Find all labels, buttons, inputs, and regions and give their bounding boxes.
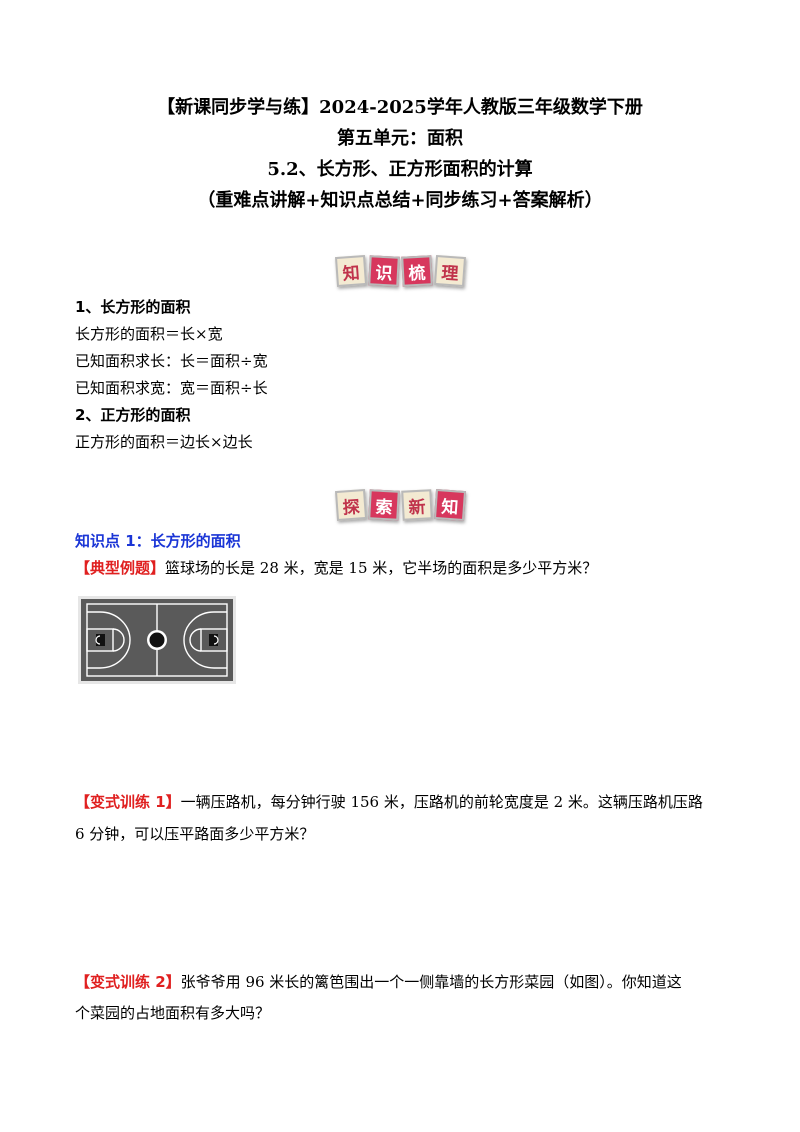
right-free-throw-arc: [189, 628, 202, 652]
right-three-point-line: [183, 611, 227, 669]
title-subtitle: （重难点讲解+知识点总结+同步练习+答案解析）: [197, 190, 603, 211]
drill-2-line-1: 【变式训练 2】张爷爷用 96 米长的篱笆围出一个一侧靠墙的长方形菜园（如图）。…: [75, 972, 682, 992]
right-key: [200, 628, 228, 652]
right-restricted-area: [209, 634, 218, 646]
title-unit: 第五单元：面积: [337, 128, 463, 149]
explore-new-badge: 探 索 新 知: [0, 488, 800, 522]
drill-1-tag: 【变式训练 1】: [75, 793, 181, 811]
badge-char: 知: [334, 254, 367, 288]
section-heading-square: 2、正方形的面积: [75, 406, 191, 424]
formula-find-length: 已知面积求长：长＝面积÷宽: [75, 352, 268, 370]
center-circle-inner: [149, 632, 165, 648]
drill-1-text: 一辆压路机，每分钟行驶 156 米，压路机的前轮宽度是 2 米。这辆压路机压路: [180, 793, 703, 811]
right-hoop-arc: [213, 635, 219, 645]
left-three-point-line: [87, 611, 131, 669]
left-key: [86, 628, 114, 652]
title-lesson: 5.2、长方形、正方形面积的计算: [267, 159, 533, 180]
document-title: 【新课同步学与练】2024-2025学年人教版三年级数学下册 第五单元：面积 5…: [0, 92, 800, 216]
drill-2-line-2: 个菜园的占地面积有多大吗？: [75, 1004, 271, 1022]
badge-char: 索: [367, 489, 400, 521]
badge-char: 识: [367, 255, 400, 287]
drill-2-tag: 【变式训练 2】: [75, 973, 181, 991]
formula-square-area: 正方形的面积＝边长×边长: [75, 433, 253, 451]
badge-char: 新: [400, 489, 433, 521]
example-problem: 【典型例题】篮球场的长是 28 米，宽是 15 米，它半场的面积是多少平方米？: [75, 558, 597, 578]
basketball-court-figure: [78, 596, 236, 684]
left-restricted-area: [96, 634, 105, 646]
knowledge-point-heading: 知识点 1：长方形的面积: [75, 532, 241, 550]
drill-1-line-2: 6 分钟，可以压平路面多少平方米？: [75, 825, 315, 843]
drill-2-text: 张爷爷用 96 米长的篱笆围出一个一侧靠墙的长方形菜园（如图）。你知道这: [180, 973, 682, 991]
formula-rectangle-area: 长方形的面积＝长×宽: [75, 325, 223, 343]
example-text: 篮球场的长是 28 米，宽是 15 米，它半场的面积是多少平方米？: [165, 559, 598, 577]
left-free-throw-arc: [112, 628, 125, 652]
example-tag: 【典型例题】: [75, 559, 166, 577]
section-heading-rectangle: 1、长方形的面积: [75, 298, 191, 316]
badge-char: 理: [433, 254, 466, 288]
formula-find-width: 已知面积求宽：宽＝面积÷长: [75, 379, 268, 397]
title-series: 【新课同步学与练】2024-2025学年人教版三年级数学下册: [157, 97, 643, 118]
left-hoop-arc: [95, 635, 101, 645]
badge-char: 探: [334, 488, 367, 522]
badge-char: 知: [433, 488, 466, 522]
badge-char: 梳: [400, 255, 433, 287]
drill-1-line-1: 【变式训练 1】一辆压路机，每分钟行驶 156 米，压路机的前轮宽度是 2 米。…: [75, 792, 703, 812]
knowledge-summary-badge: 知 识 梳 理: [0, 254, 800, 288]
